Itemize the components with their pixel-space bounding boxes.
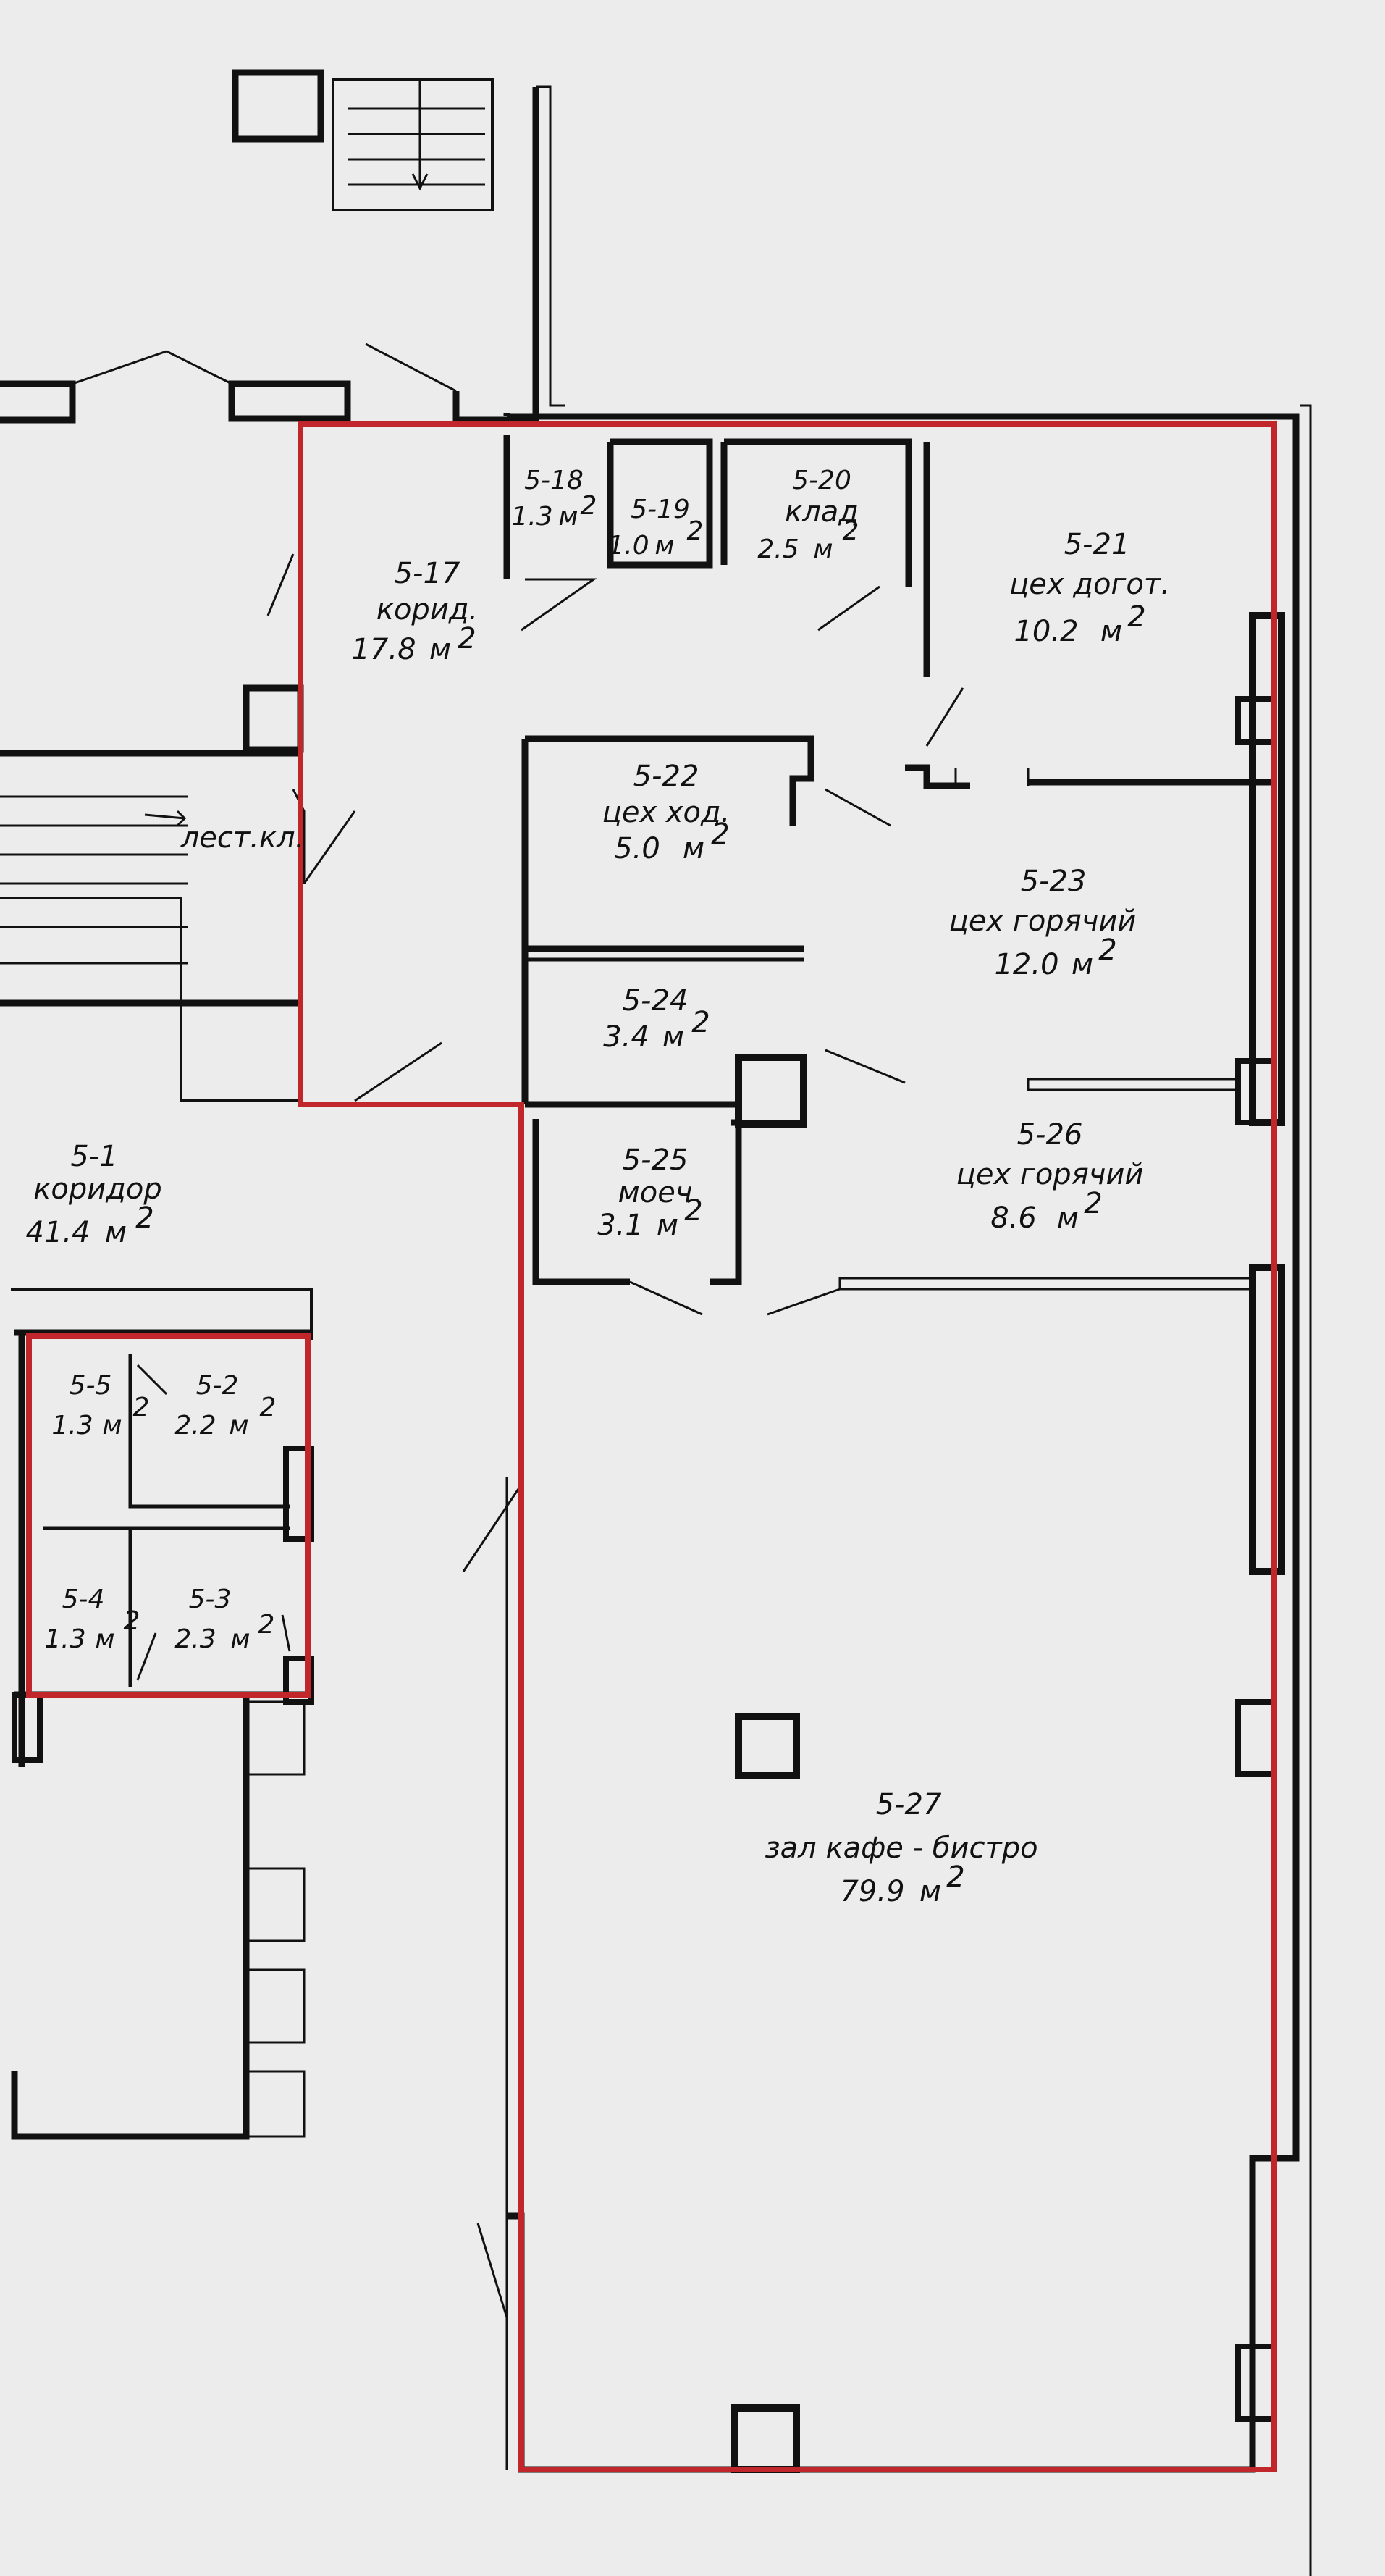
room-area: 79.9 [840,1875,904,1908]
room-unit-exp: 2 [260,1393,277,1422]
room-number: 5-18 [524,466,584,495]
room-unit: м [1100,615,1122,648]
room-5-21: 5-21 цех догот. 10.2 м 2 [1009,528,1170,648]
room-5-24: 5-24 3.4 м 2 [603,984,710,1054]
room-number: 5-3 [189,1585,232,1614]
room-area: 2.2 [174,1411,216,1440]
room-area: 8.6 [990,1201,1037,1235]
room-unit-exp: 2 [687,516,704,546]
room-unit-exp: 2 [1098,934,1116,967]
room-unit: м [230,1624,250,1654]
room-area: 5.0 [614,832,660,865]
room-number: 5-17 [395,557,460,590]
room-unit-exp: 2 [946,1860,964,1894]
room-5-26: 5-26 цех горячий 8.6 м 2 [956,1118,1144,1235]
room-name: цех горячий [949,905,1137,938]
room-unit: м [558,502,578,532]
room-number: 5-25 [623,1144,689,1177]
room-area: 1.3 [44,1624,85,1654]
room-unit-exp: 2 [684,1194,702,1228]
room-unit: м [813,534,833,564]
room-unit: м [105,1216,127,1249]
room-5-20: 5-20 клад 2.5 м 2 [757,466,859,564]
room-5-23: 5-23 цех горячий 12.0 м 2 [949,865,1137,981]
room-unit-exp: 2 [133,1393,150,1422]
room-unit-exp: 2 [1084,1187,1102,1220]
room-labels: 5-17 корид. 17.8 м 2 5-18 1.3 м 2 5-19 1… [25,466,1169,1908]
room-name: цех ход. [602,796,731,829]
room-unit: м [654,531,674,561]
room-number: 5-4 [62,1585,105,1614]
room-name: клад [785,495,859,529]
room-name: цех догот. [1009,568,1170,601]
room-name: зал кафе - бистро [765,1832,1037,1865]
room-unit: м [683,832,704,865]
room-5-4: 5-4 1.3 м 2 [44,1585,140,1654]
room-number: 5-22 [633,760,699,793]
room-name: коридор [33,1172,162,1206]
room-5-5: 5-5 1.3 м 2 [51,1371,149,1440]
room-area: 2.5 [757,534,799,564]
room-number: 5-5 [70,1371,112,1401]
room-5-27: 5-27 зал кафе - бистро 79.9 м 2 [765,1788,1037,1908]
room-unit-exp: 2 [691,1006,710,1039]
room-unit: м [429,633,451,666]
room-unit-exp: 2 [458,622,476,655]
room-5-18: 5-18 1.3 м 2 [511,466,597,532]
room-unit-exp: 2 [843,516,859,546]
room-unit: м [1057,1201,1079,1235]
room-unit: м [657,1209,678,1242]
room-number: 5-24 [623,984,689,1018]
room-unit: м [229,1411,248,1440]
room-unit: м [919,1875,941,1908]
room-5-2: 5-2 2.2 м 2 [174,1371,276,1440]
room-unit: м [102,1411,122,1440]
room-number: 5-23 [1021,865,1087,898]
room-unit-exp: 2 [258,1610,275,1640]
room-5-22: 5-22 цех ход. 5.0 м 2 [602,760,731,865]
room-unit-exp: 2 [135,1201,153,1235]
highlight-outlines [26,421,1277,2472]
room-area: 1.0 [607,531,649,561]
room-number: 5-19 [631,495,690,524]
room-area: 17.8 [351,633,416,666]
room-5-19: 5-19 1.0 м 2 [607,495,703,561]
room-area: 10.2 [1014,615,1078,648]
room-5-17: 5-17 корид. 17.8 м 2 [351,557,478,666]
room-area: 41.4 [25,1216,90,1249]
room-5-1: 5-1 коридор 41.4 м 2 [25,1140,161,1249]
room-number: 5-2 [196,1371,239,1401]
thin-lines [0,80,1312,2576]
room-number: 5-26 [1017,1118,1083,1151]
room-area: 2.3 [174,1624,216,1654]
room-number: 5-27 [876,1788,942,1821]
room-number: 5-20 [792,466,851,495]
room-area: 1.3 [51,1411,93,1440]
room-unit-exp: 2 [124,1606,140,1636]
room-unit: м [1072,948,1093,981]
room-unit-exp: 2 [1127,600,1145,634]
room-name: моеч [618,1176,693,1209]
room-name: цех горячий [956,1158,1144,1191]
room-area: 12.0 [994,948,1058,981]
room-5-25: 5-25 моеч 3.1 м 2 [597,1144,703,1242]
room-unit-exp: 2 [711,818,729,851]
stair-label: лест.кл. [180,821,305,855]
room-area: 3.4 [603,1020,649,1054]
room-area: 1.3 [511,502,552,532]
room-unit: м [95,1624,114,1654]
room-area: 3.1 [597,1209,644,1242]
room-unit-exp: 2 [581,491,597,521]
room-5-3: 5-3 2.3 м 2 [174,1585,274,1654]
room-name: корид. [376,593,478,626]
room-number: 5-21 [1064,528,1130,561]
room-unit: м [662,1020,684,1054]
room-number: 5-1 [70,1140,117,1173]
